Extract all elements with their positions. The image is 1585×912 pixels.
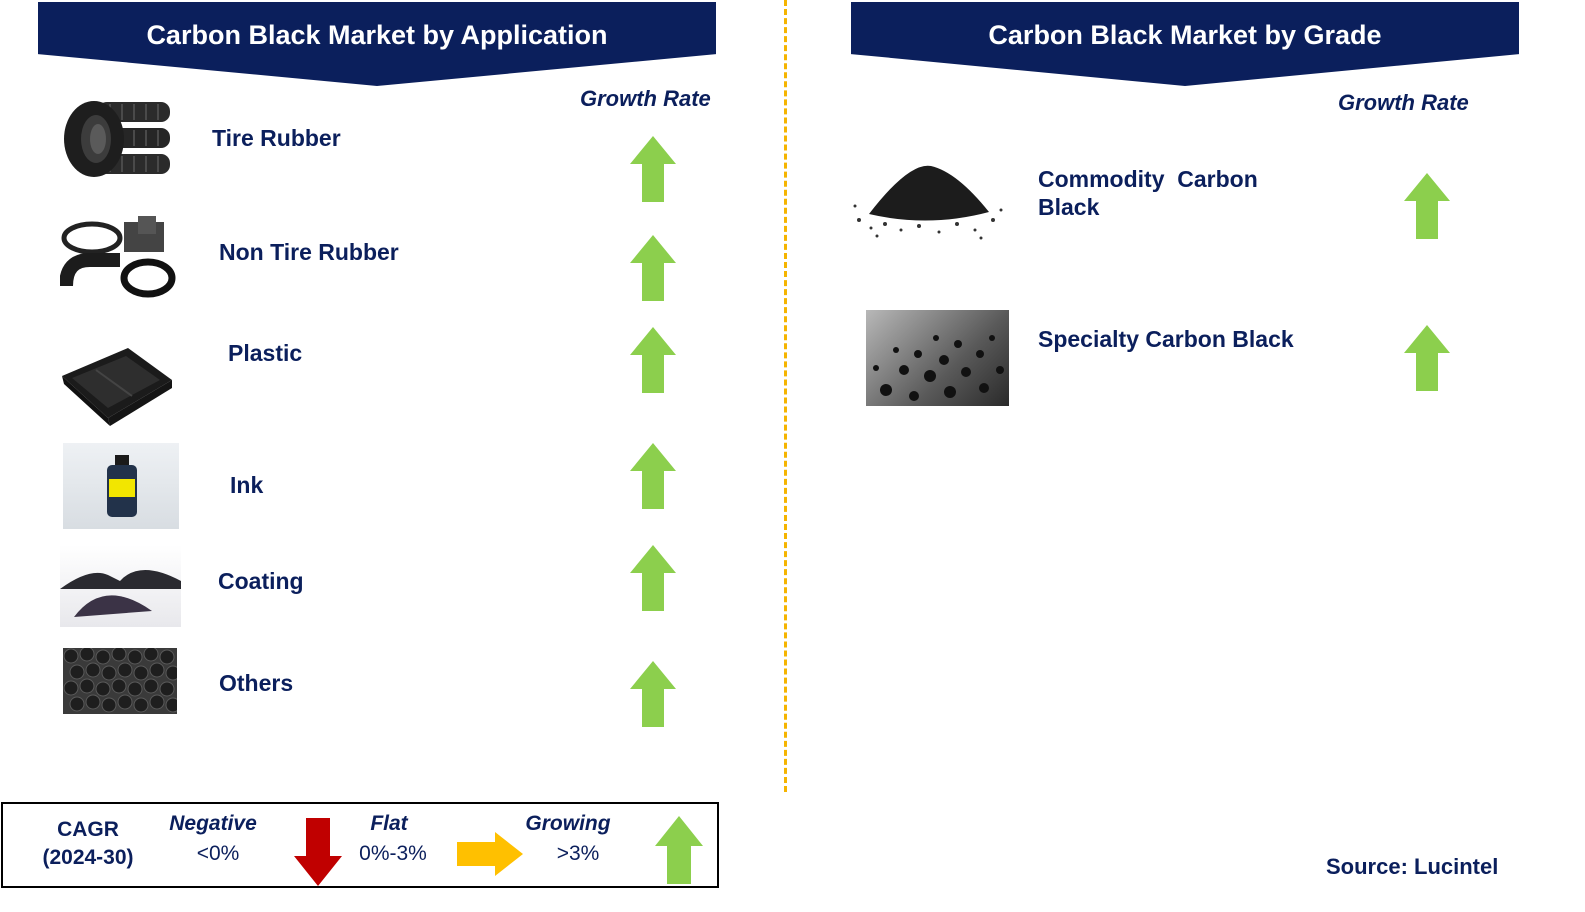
particles-icon bbox=[866, 310, 1009, 406]
grade-label-commodity-line1: Commodity Carbon bbox=[1038, 166, 1258, 192]
application-label-plastic: Plastic bbox=[228, 340, 303, 366]
application-title-banner: Carbon Black Market by Application bbox=[38, 2, 716, 86]
powder-heap-icon bbox=[849, 158, 1007, 244]
application-label-others: Others bbox=[219, 670, 294, 696]
ink-bottle-icon bbox=[63, 443, 179, 529]
grade-title: Carbon Black Market by Grade bbox=[988, 20, 1382, 50]
grade-title-banner: Carbon Black Market by Grade bbox=[851, 2, 1519, 86]
up-arrow-icon bbox=[630, 136, 676, 202]
up-arrow-icon bbox=[1404, 325, 1450, 391]
right-arrow-icon bbox=[457, 832, 523, 876]
up-arrow-icon bbox=[630, 327, 676, 393]
legend-cagr-period: (2024-30) bbox=[42, 846, 134, 869]
application-label-non-tire-rubber: Non Tire Rubber bbox=[219, 239, 399, 265]
panel-divider bbox=[784, 0, 787, 792]
application-label-coating: Coating bbox=[218, 568, 304, 594]
legend-negative-range: <0% bbox=[196, 842, 240, 865]
rubber-parts-icon bbox=[60, 216, 176, 300]
up-arrow-icon bbox=[655, 816, 703, 884]
application-growth-rate-header: Growth Rate bbox=[580, 86, 711, 111]
up-arrow-icon bbox=[630, 443, 676, 509]
grade-label-specialty-carbon-black: Specialty Carbon Black bbox=[1038, 326, 1294, 352]
powder-piles-icon bbox=[60, 545, 181, 627]
source-credit: Source: Lucintel bbox=[1326, 854, 1499, 879]
legend-negative-label: Negative bbox=[169, 812, 257, 835]
application-title: Carbon Black Market by Application bbox=[146, 20, 608, 50]
plastic-tray-icon bbox=[56, 340, 176, 426]
legend-flat-range: 0%-3% bbox=[359, 842, 427, 865]
grade-label-commodity-line2: Black bbox=[1038, 194, 1100, 220]
up-arrow-icon bbox=[630, 661, 676, 727]
up-arrow-icon bbox=[1404, 173, 1450, 239]
pellets-icon bbox=[63, 648, 177, 714]
application-label-tire-rubber: Tire Rubber bbox=[212, 125, 341, 151]
legend-growing-range: >3% bbox=[556, 842, 600, 865]
tire-stack-icon bbox=[60, 98, 174, 180]
grade-label-commodity-carbon-black: Commodity Carbon Black bbox=[1038, 165, 1258, 221]
legend-cagr-label: CAGR bbox=[57, 818, 119, 841]
down-arrow-icon bbox=[294, 818, 342, 886]
cagr-legend: CAGR (2024-30) Negative <0% Flat 0%-3% G… bbox=[1, 802, 719, 888]
grade-growth-rate-header: Growth Rate bbox=[1338, 90, 1469, 115]
legend-growing-label: Growing bbox=[525, 812, 611, 835]
up-arrow-icon bbox=[630, 545, 676, 611]
up-arrow-icon bbox=[630, 235, 676, 301]
legend-flat-label: Flat bbox=[370, 812, 408, 835]
application-label-ink: Ink bbox=[230, 472, 264, 498]
